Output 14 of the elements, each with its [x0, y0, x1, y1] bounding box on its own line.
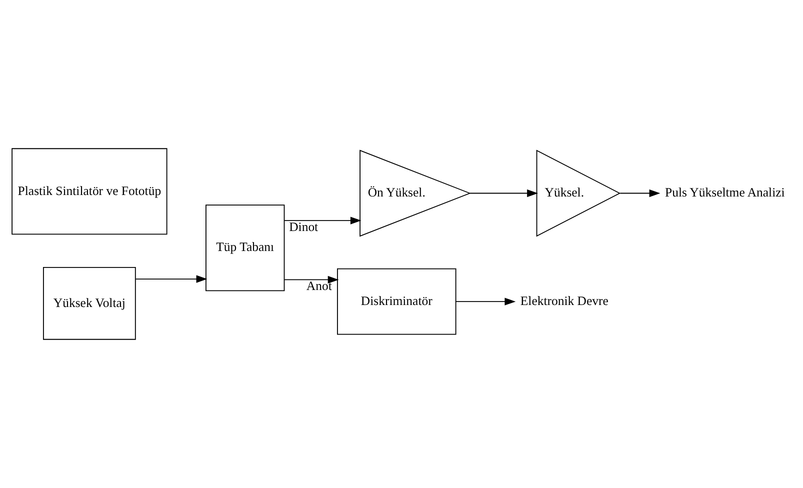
node-box: Plastik Sintilatör ve Fototüp — [12, 148, 168, 235]
arrow — [135, 275, 208, 283]
node-box: Tüp Tabanı — [206, 204, 285, 292]
node-box: Diskriminatör — [337, 268, 456, 335]
edge-label: Dinot — [289, 220, 318, 234]
arrow — [284, 276, 339, 284]
edge-label: Anot — [306, 278, 332, 293]
arrow — [284, 216, 362, 224]
node-text: Elektronik Devre — [520, 294, 608, 308]
arrow — [620, 189, 660, 198]
node-text: Puls Yükseltme Analizi — [665, 186, 785, 200]
node-box: Yüksek Voltaj — [43, 266, 136, 340]
arrow — [470, 189, 538, 198]
arrow — [456, 298, 516, 306]
